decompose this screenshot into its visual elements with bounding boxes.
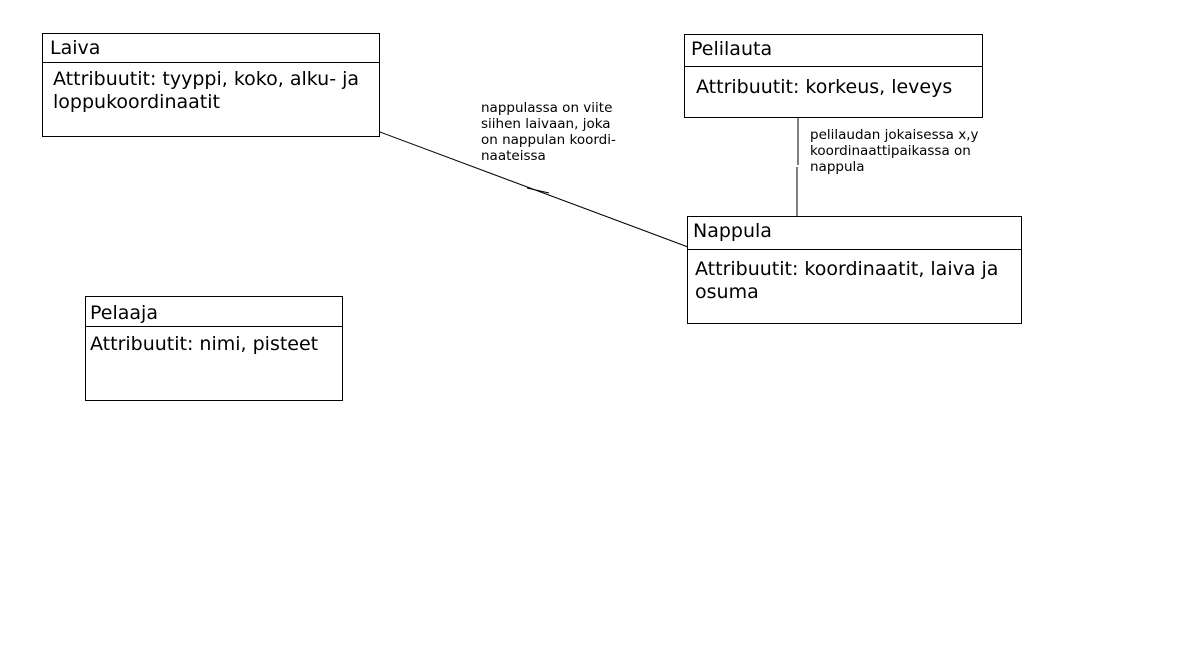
class-name-pelaaja: Pelaaja — [86, 297, 342, 327]
class-box-nappula[interactable]: Nappula Attribuutit: koordinaatit, laiva… — [687, 216, 1022, 324]
class-name-pelilauta: Pelilauta — [685, 35, 982, 67]
association-note-pelilauta-nappula: pelilaudan jokaisessa x,y koordinaattipa… — [810, 127, 979, 175]
class-name-laiva: Laiva — [43, 34, 379, 63]
class-attributes-pelilauta: Attribuutit: korkeus, leveys — [696, 76, 953, 98]
class-attributes-pelaaja: Attribuutit: nimi, pisteet — [90, 333, 319, 355]
class-attributes-laiva: Attribuutit: tyyppi, koko, alku- ja lopp… — [53, 68, 360, 113]
class-box-pelaaja[interactable]: Pelaaja Attribuutit: nimi, pisteet — [85, 296, 343, 401]
association-note-laiva-nappula: nappulassa on viite siihen laivaan, joka… — [481, 100, 616, 164]
class-box-pelilauta[interactable]: Pelilauta Attribuutit: korkeus, leveys — [684, 34, 983, 118]
class-box-laiva[interactable]: Laiva Attribuutit: tyyppi, koko, alku- j… — [42, 33, 380, 137]
class-attributes-nappula: Attribuutit: koordinaatit, laiva ja osum… — [695, 258, 999, 303]
association-mark-laiva-nappula — [526, 187, 550, 194]
class-name-nappula: Nappula — [688, 217, 1021, 250]
